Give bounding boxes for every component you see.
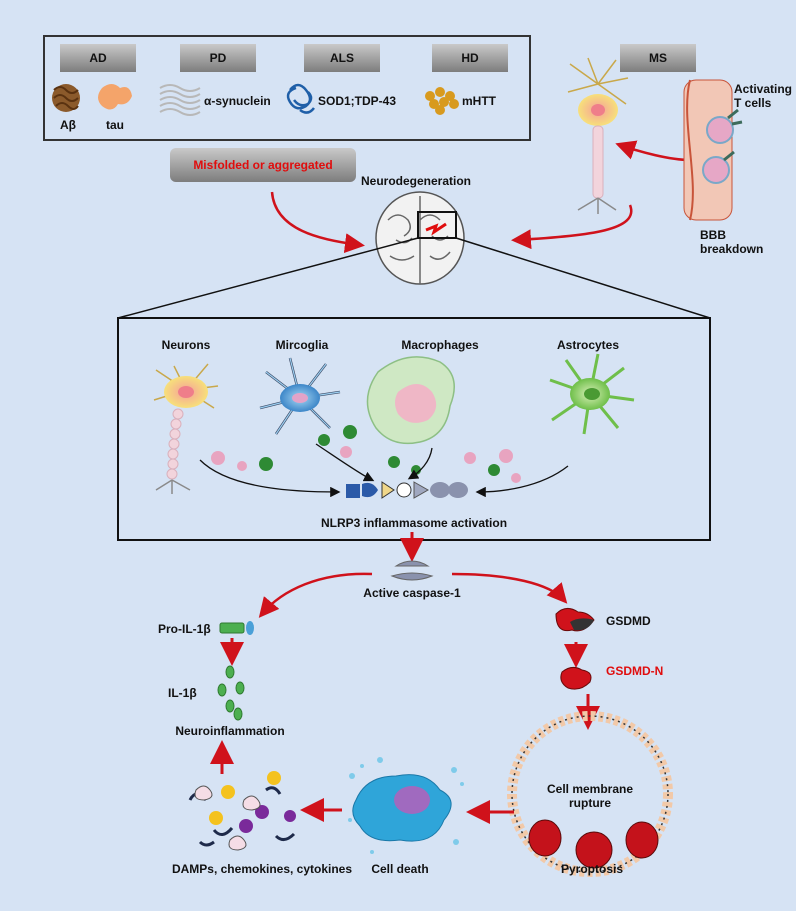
- misfolded-label: Misfolded or aggregated: [193, 158, 333, 172]
- tcells-to-neuron-arrow: [615, 140, 691, 162]
- macrophages-label: Macrophages: [401, 338, 479, 352]
- alpha-synuclein-icon: [159, 84, 201, 116]
- gsdmd-label: GSDMD: [606, 614, 651, 628]
- microglia-icon: [259, 357, 341, 435]
- macrophage-to-nlrp3-arrow: [407, 447, 433, 480]
- abeta-label: Aβ: [60, 118, 76, 132]
- sod1-tdp43-icon: [286, 83, 315, 114]
- green-particle-icon: [259, 425, 500, 476]
- zoom-line-right: [455, 237, 711, 319]
- cell-death-label: Cell death: [371, 862, 429, 876]
- alpha-synuclein-label: α-synuclein: [204, 94, 271, 108]
- neurodegeneration-label: Neurodegeneration: [360, 174, 472, 188]
- mhtt-icon: [425, 87, 459, 115]
- tau-label: tau: [106, 118, 124, 132]
- astrocyte-to-nlrp3-arrow: [475, 465, 569, 498]
- pd-title: PD: [209, 51, 227, 65]
- bbb-breakdown-label: BBB breakdown: [700, 228, 764, 256]
- gsdmd-n-label: GSDMD-N: [606, 664, 664, 678]
- brain-icon: [375, 191, 465, 285]
- ms-title: MS: [649, 51, 667, 65]
- pro-il1b-label: Pro-IL-1β: [158, 622, 211, 636]
- neuroinflammation-label: Neuroinflammation: [175, 724, 285, 738]
- astrocyte-icon: [549, 353, 635, 435]
- il1b-label: IL-1β: [168, 686, 197, 700]
- microglia-to-nlrp3-arrow: [315, 443, 375, 482]
- damps-label: DAMPs, chemokines, cytokines: [171, 862, 353, 876]
- als-tab: ALS: [304, 44, 380, 72]
- als-title: ALS: [330, 51, 354, 65]
- caspase-icon: [390, 560, 434, 581]
- macrophage-icon: [366, 356, 455, 445]
- ad-title: AD: [89, 51, 107, 65]
- dying-cell-icon: [348, 757, 464, 854]
- gsdmd-pore-icon: [528, 819, 659, 869]
- neuron-to-nlrp3-arrow: [199, 459, 341, 498]
- zoom-line-left: [117, 237, 419, 319]
- caspase-to-gsdmd-arrow: [451, 572, 568, 604]
- blood-vessel-icon: [683, 79, 743, 221]
- il1b-icon: [217, 665, 245, 721]
- pyroptosis-label: Pyroptosis: [560, 862, 624, 876]
- damps-icon: [188, 771, 296, 851]
- cell-membrane-icon: [507, 711, 673, 877]
- membrane-rupture-label: Cell membrane rupture: [546, 782, 634, 810]
- ms-neuron-icon: [567, 57, 629, 214]
- sod1-tdp43-label: SOD1;TDP-43: [318, 94, 397, 108]
- neurons-label: Neurons: [161, 338, 211, 352]
- abeta-icon: [52, 84, 80, 112]
- hd-title: HD: [461, 51, 479, 65]
- neuron-icon: [153, 363, 219, 494]
- gsdmd-n-icon: [560, 666, 592, 690]
- ms-to-brain-arrow: [511, 204, 633, 250]
- pd-tab: PD: [180, 44, 256, 72]
- tau-icon: [98, 84, 132, 110]
- misfolded-badge: Misfolded or aggregated: [170, 148, 356, 182]
- nlrp3-label: NLRP3 inflammasome activation: [320, 516, 508, 530]
- nlrp3-inflammasome-icon: [346, 481, 468, 499]
- mhtt-label: mHTT: [462, 94, 496, 108]
- misfolded-to-brain-arrow: [270, 191, 365, 254]
- pink-particle-icon: [211, 446, 521, 483]
- caspase-to-proil-arrow: [258, 572, 373, 618]
- astrocytes-label: Astrocytes: [556, 338, 620, 352]
- activating-t-cells-label: Activating T cells: [734, 82, 793, 110]
- disease-box: [43, 35, 531, 141]
- pro-il1b-icon: [219, 621, 254, 635]
- gsdmd-icon: [555, 608, 595, 632]
- microglia-label: Mircoglia: [275, 338, 329, 352]
- hd-tab: HD: [432, 44, 508, 72]
- caspase-label: Active caspase-1: [363, 586, 461, 600]
- ad-tab: AD: [60, 44, 136, 72]
- ms-tab: MS: [620, 44, 696, 72]
